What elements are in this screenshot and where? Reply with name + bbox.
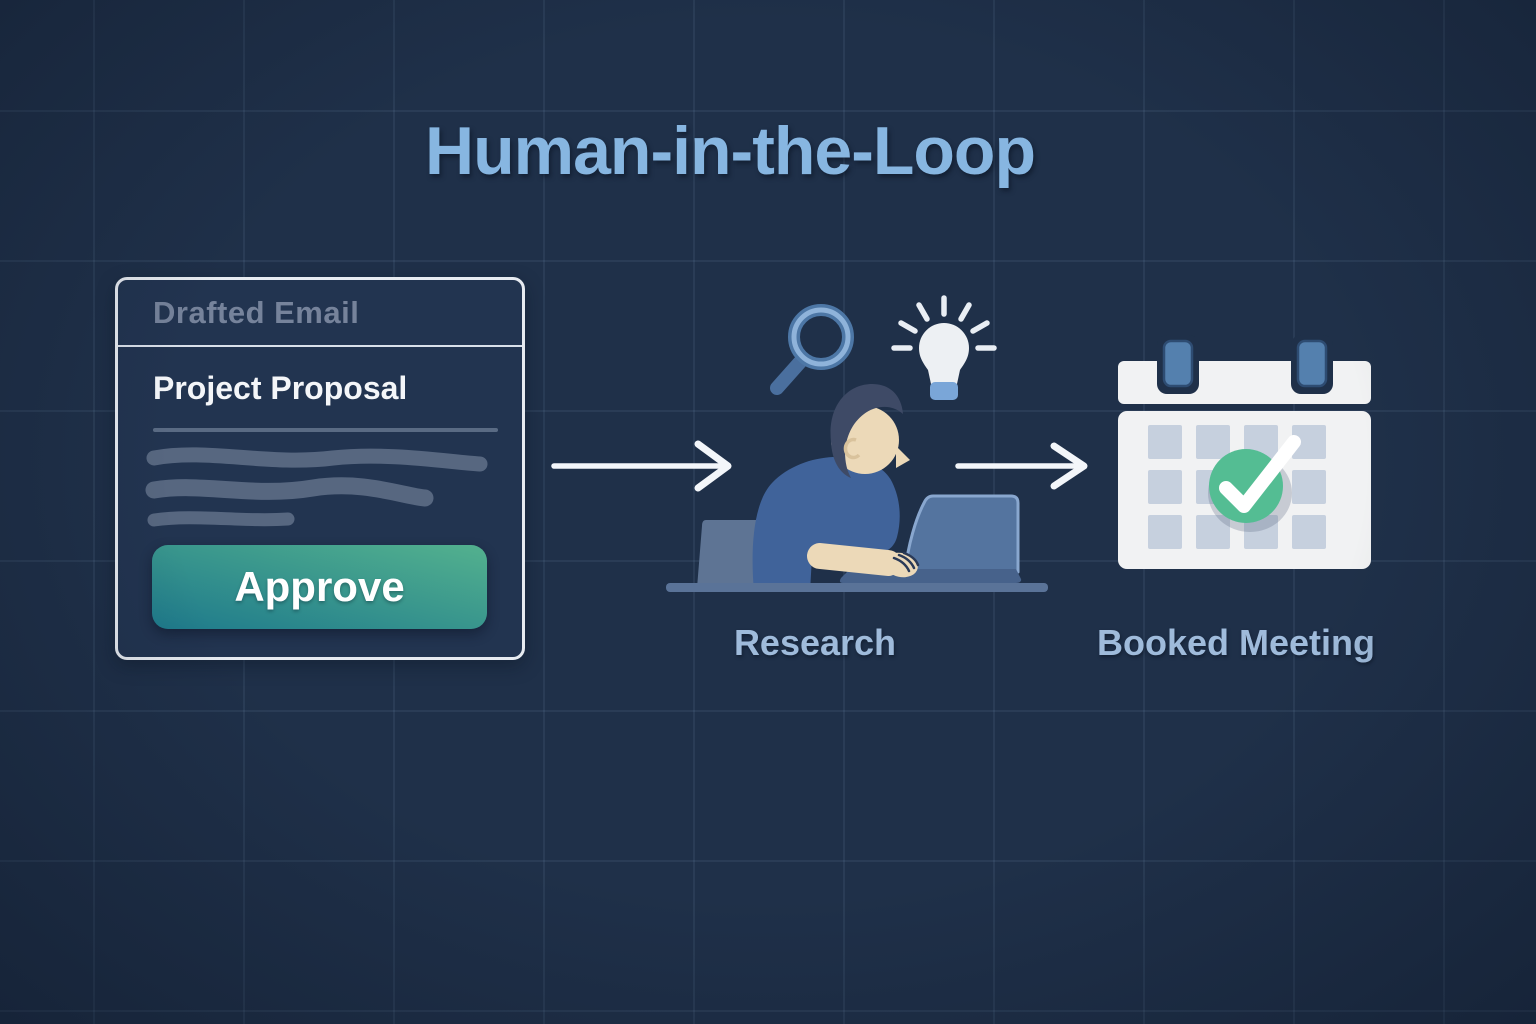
calendar-check-icon [1118,335,1371,569]
calendar-tabs [1157,335,1333,394]
calendar-header [1118,361,1371,404]
drafted-email-card: Drafted Email Project Proposal Approve [115,277,525,660]
calendar-cells [1148,425,1326,549]
page-title: Human-in-the-Loop [425,112,1036,189]
research-label: Research [733,622,897,663]
approve-button[interactable]: Approve [152,545,487,629]
email-subject: Project Proposal [153,370,408,406]
scribble-line [145,477,434,507]
scribble-line [146,447,488,472]
laptop-lid [903,494,1020,574]
desk [666,583,1048,592]
person [752,384,910,592]
forearm-hand [807,543,920,578]
email-body-scribbles [145,447,488,527]
chair [697,520,765,588]
head [830,384,910,478]
hair [830,384,903,478]
checkmark-icon [1208,435,1301,532]
magnifier-icon [770,304,854,395]
booked-meeting-label: Booked Meeting [1096,622,1375,663]
ear [843,437,861,460]
card-header-label: Drafted Email [153,295,360,330]
scribble-line [147,511,295,527]
arrow-right-icon [551,440,732,492]
shirt [752,457,900,592]
card-divider [118,345,522,347]
arrow-right-icon [955,442,1088,490]
person-at-laptop-illustration [666,295,1048,592]
lightbulb-icon [891,295,997,400]
subject-underline [153,428,498,432]
